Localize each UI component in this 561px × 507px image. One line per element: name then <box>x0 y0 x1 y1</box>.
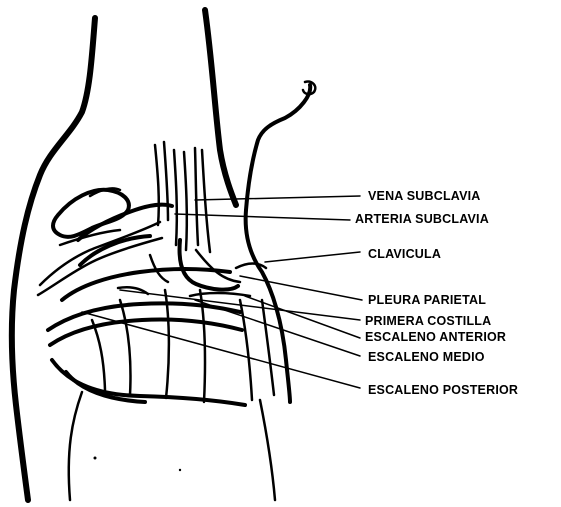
label-pleura-parietal: PLEURA PARIETAL <box>368 293 486 307</box>
leader-arteria-subclavia <box>175 214 350 220</box>
ribs <box>48 236 245 405</box>
label-escaleno-medio: ESCALENO MEDIO <box>368 350 485 364</box>
leader-vena-subclavia <box>195 196 360 200</box>
label-clavicula: CLAVICULA <box>368 247 441 261</box>
label-vena-subclavia: VENA SUBCLAVIA <box>368 189 481 203</box>
speck <box>179 469 181 471</box>
label-escaleno-anterior: ESCALENO ANTERIOR <box>365 330 506 344</box>
labels: VENA SUBCLAVIA ARTERIA SUBCLAVIA CLAVICU… <box>355 189 518 397</box>
speck <box>94 457 97 460</box>
leader-pleura-parietal <box>240 276 362 300</box>
label-primera-costilla: PRIMERA COSTILLA <box>365 314 491 328</box>
leader-clavicula <box>265 252 360 262</box>
label-arteria-subclavia: ARTERIA SUBCLAVIA <box>355 212 489 226</box>
label-escaleno-posterior: ESCALENO POSTERIOR <box>368 383 518 397</box>
leader-escaleno-anterior <box>245 296 360 338</box>
body-outline <box>12 10 315 500</box>
